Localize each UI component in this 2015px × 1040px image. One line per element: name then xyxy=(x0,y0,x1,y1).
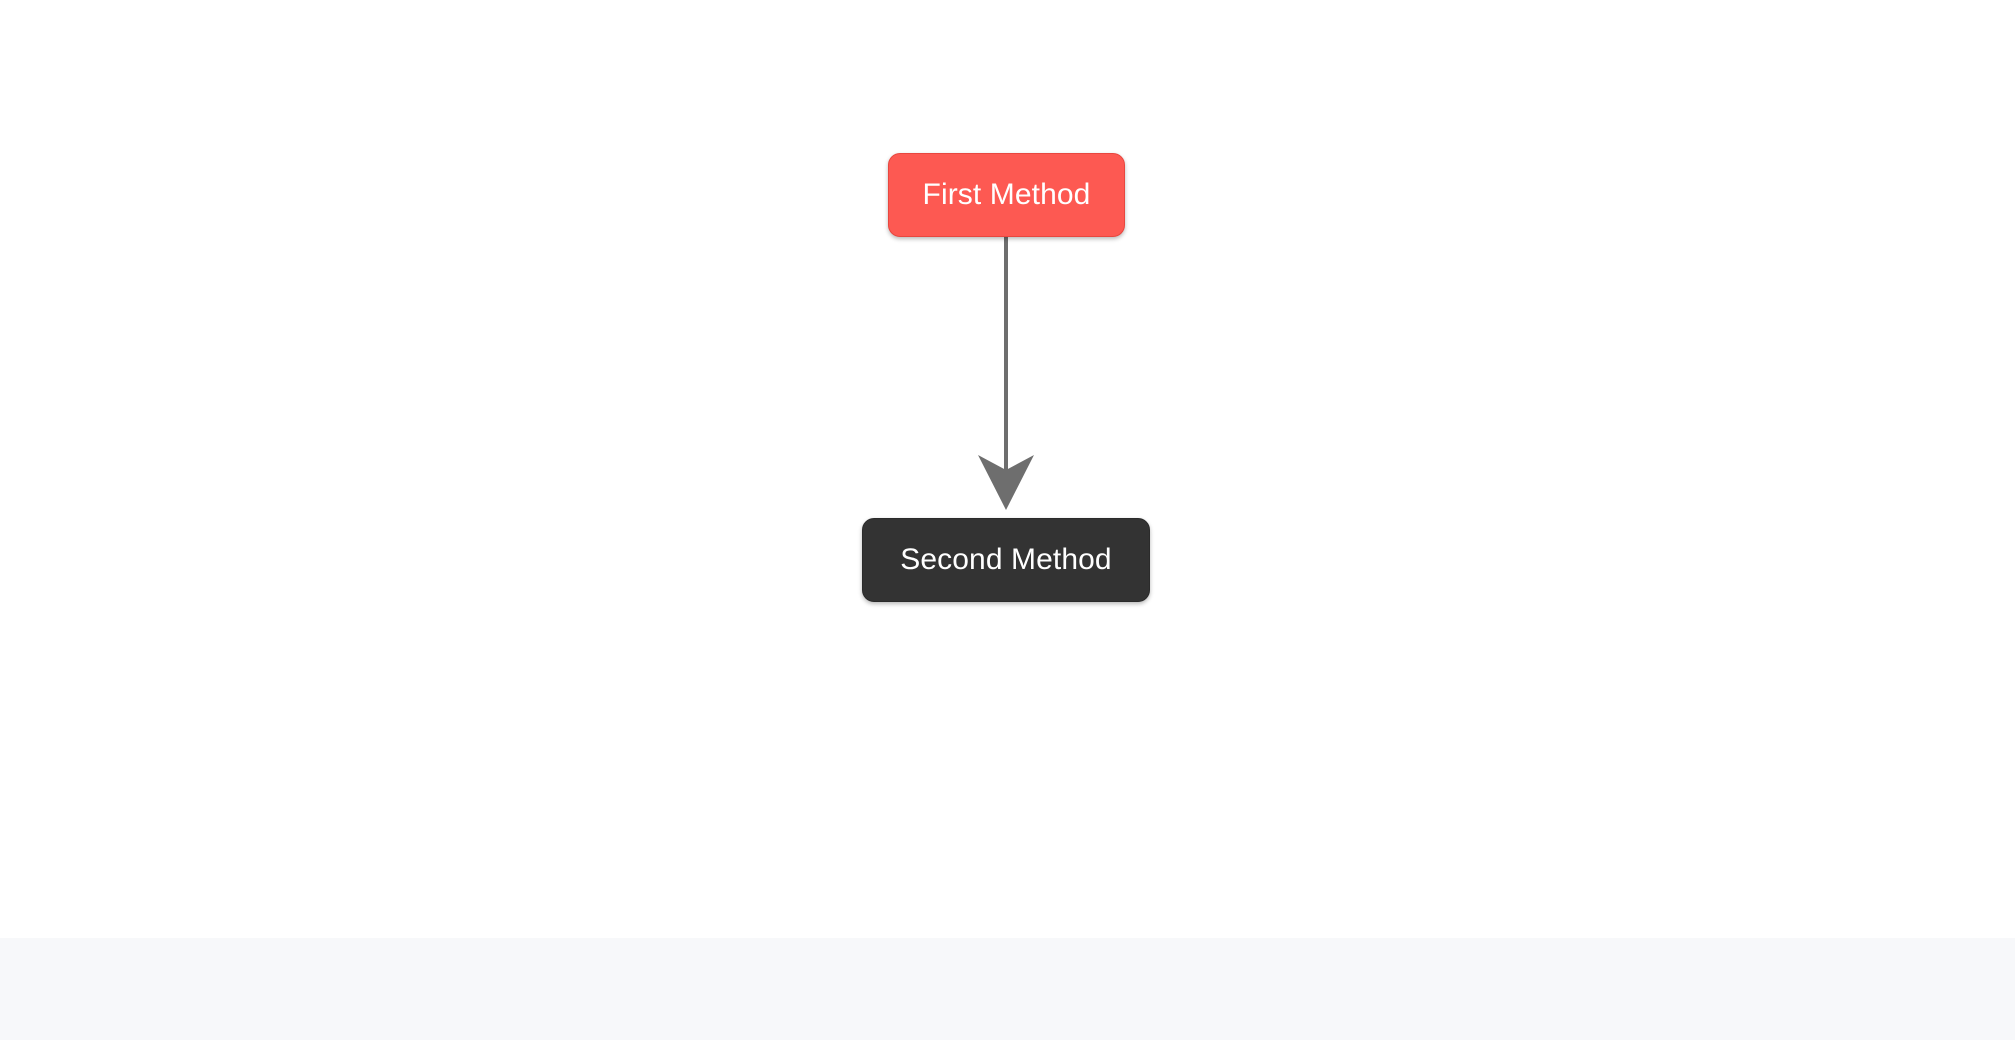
node-second-method[interactable]: Second Method xyxy=(862,518,1150,602)
arrowhead-icon xyxy=(978,455,1034,510)
node-first-method[interactable]: First Method xyxy=(888,153,1125,237)
flow-canvas[interactable]: First Method Second Method xyxy=(0,0,2015,938)
node-first-method-label: First Method xyxy=(922,178,1091,211)
node-second-method-label: Second Method xyxy=(900,543,1112,576)
edge-first-to-second xyxy=(978,237,1034,510)
legend-footer: crew crew ai ai Start Method Method Crew… xyxy=(0,938,2015,1040)
edge-layer xyxy=(978,237,1034,510)
